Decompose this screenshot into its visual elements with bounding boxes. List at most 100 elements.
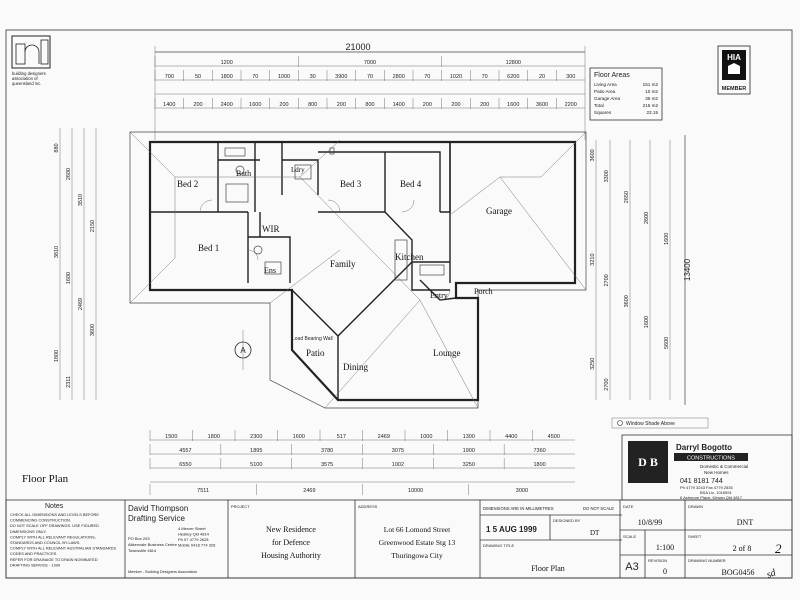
project-line-3: Housing Authority	[261, 551, 321, 560]
notes-title: Notes	[45, 503, 64, 510]
note-line: STANDARDS AND COUNCIL BY-LAWS.	[10, 540, 80, 545]
dimension-value: 5100	[250, 462, 262, 468]
dimension-value: 3250	[463, 462, 475, 468]
dimension-value: 1600	[644, 316, 650, 328]
title-block-frame	[5, 499, 793, 579]
dimension-value: 70	[424, 74, 430, 80]
logo-caption-2: association of	[12, 76, 38, 81]
dimension-value: 3000	[516, 488, 528, 494]
dimension-value: 3510	[78, 194, 84, 206]
floor-area-value: 151 m2	[643, 82, 659, 87]
dimension-value: 6200	[507, 74, 519, 80]
room-label-ensuite: Ens	[264, 266, 276, 275]
dimension-value: 10000	[408, 488, 423, 494]
dimension-value: 1900	[463, 448, 475, 454]
received-stamp: 1 5 AUG 1999	[486, 525, 537, 534]
dimension-value: 880	[54, 143, 60, 152]
dimension-value: 1300	[463, 434, 475, 440]
dimension-value: 1800	[221, 74, 233, 80]
builder-fax: Ph 4779 3243 Fax 4779 2535	[680, 485, 733, 490]
dimension-value: 3600	[590, 149, 596, 161]
load-bearing-wall-note: Load Bearing Wall	[292, 336, 333, 342]
project-label: PROJECT	[231, 504, 250, 509]
firm-address-line: Ph 07 4779 2628	[178, 537, 209, 542]
note-line: CODES AND PRACTICES.	[10, 551, 57, 556]
firm-address-line: Mobile 0418 774 328	[178, 543, 216, 548]
builder-address: 6 Ashmore Place, Kirwan Qld 4817	[680, 495, 743, 500]
address-label: ADDRESS	[358, 504, 378, 509]
drawing-number: BOG0456	[722, 568, 755, 577]
dimension-value: 3780	[321, 448, 333, 454]
dimension-value: 1800	[208, 434, 220, 440]
drawing-title-label: DRAWING TITLE	[483, 543, 514, 548]
overall-depth-dimension: 13400	[683, 258, 692, 281]
dimension-value: 20	[539, 74, 545, 80]
dimension-value: 3900	[335, 74, 347, 80]
dimension-value: 1000	[420, 434, 432, 440]
dimension-value: 3250	[590, 358, 596, 370]
dimension-value: 4500	[548, 434, 560, 440]
date-label: DATE	[623, 504, 634, 509]
dimension-value: 7000	[364, 60, 376, 66]
dimension-value: 70	[367, 74, 373, 80]
hia-logo-text: HIA	[727, 53, 741, 62]
firm-name: David Thompson	[128, 504, 188, 513]
room-labels: Bed 2 Bath Ldry Bed 3 Bed 4 Garage Bed 1…	[177, 166, 512, 372]
firm-contact-line: PO Box 293	[128, 536, 150, 541]
dimension-value: 1600	[66, 272, 72, 284]
dimension-value: 1200	[221, 60, 233, 66]
floor-area-value: 23.15	[647, 110, 659, 115]
dimension-value: 2700	[604, 274, 610, 286]
sheet-border	[5, 29, 793, 579]
firm-name-2: Drafting Service	[128, 514, 185, 523]
room-label-bed-2: Bed 2	[177, 179, 198, 189]
dimension-value: 2300	[250, 434, 262, 440]
firm-address-line: Heatley Qld 4814	[178, 532, 210, 537]
room-label-wir: WIR	[262, 224, 280, 234]
svg-text:D B: D B	[638, 455, 658, 469]
floor-area-label: Garage Area	[594, 96, 620, 101]
dimension-value: 2800	[393, 74, 405, 80]
overall-width-dimension: 21000	[345, 42, 370, 52]
dimension-value: 200	[279, 102, 288, 108]
dimension-value: 1800	[533, 462, 545, 468]
dimension-value: 3600	[90, 324, 96, 336]
room-label-family: Family	[330, 259, 356, 269]
dimension-value: 2150	[90, 220, 96, 232]
logo-caption-1: building designers	[12, 71, 46, 76]
dimensions-note: DIMENSIONS ARE IN MILLIMETRES	[483, 506, 554, 511]
builder-phone: 041 8181 744	[680, 478, 723, 485]
exterior-walls	[148, 140, 577, 402]
do-not-scale-note: DO NOT SCALE	[583, 506, 614, 511]
dimension-value: 4400	[505, 434, 517, 440]
dimension-value: 200	[337, 102, 346, 108]
dimension-value: 200	[451, 102, 460, 108]
room-label-bed-4: Bed 4	[400, 179, 422, 189]
dimension-value: 70	[252, 74, 258, 80]
logo-caption-3: queensland inc.	[12, 81, 41, 86]
floor-area-label: Living Area	[594, 82, 617, 87]
dimension-value: 1400	[393, 102, 405, 108]
note-line: CHECK ALL DIMENSIONS AND LEVELS BEFORE	[10, 512, 99, 517]
drawing-number-label: DRAWING NUMBER	[688, 558, 726, 563]
dimension-value: 7511	[197, 488, 209, 494]
handwritten-number: 2	[775, 541, 782, 556]
address-line-1: Lot 66 Lomond Street	[384, 525, 451, 534]
builder-line-2: New Homes	[704, 470, 729, 475]
note-line: DO NOT SCALE OFF DRAWINGS. USE FIGURED	[10, 523, 99, 528]
address-line-2: Greenwood Estate Stg 13	[379, 538, 456, 547]
floor-area-label: Total	[594, 103, 604, 108]
hia-member-label: MEMBER	[722, 86, 746, 92]
scale-label: SCALE	[623, 534, 636, 539]
dimension-value: 800	[365, 102, 374, 108]
designed-by: DT	[590, 529, 600, 537]
dimension-value: 200	[193, 102, 202, 108]
firm-contact-line: Townsville 4814	[128, 548, 157, 553]
section-marker-a: A	[234, 330, 252, 370]
